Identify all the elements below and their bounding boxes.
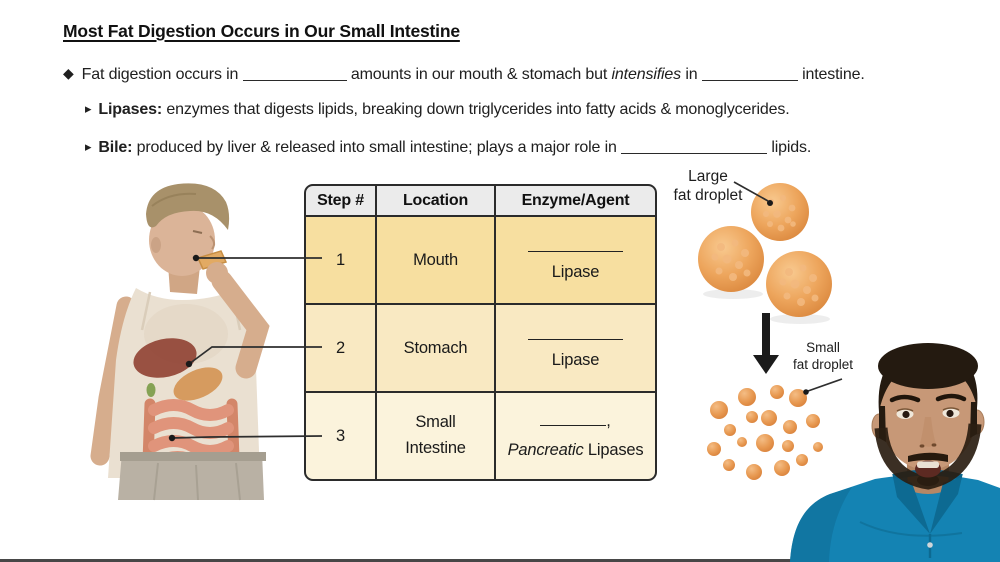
bullet1-text-post: intestine. — [797, 66, 865, 83]
table-header-step: Step # — [306, 186, 375, 215]
bullet2-term: Lipases: — [98, 101, 163, 118]
bullet-lipases: ▸ Lipases: enzymes that digests lipids, b… — [85, 101, 790, 119]
fill-in-blank — [701, 64, 798, 81]
enzyme-italic-word: Pancreatic — [507, 441, 584, 459]
table-cell-enzyme: , Pancreatic Lipases — [496, 393, 655, 479]
leader-lines — [168, 254, 323, 442]
triangle-bullet-icon: ▸ — [85, 101, 92, 116]
enzyme-name: Pancreatic Lipases — [508, 441, 644, 460]
fill-in-blank — [621, 137, 768, 154]
fill-in-blank — [242, 64, 347, 81]
fill-in-blank — [528, 327, 623, 340]
instructor-video-overlay — [790, 343, 1000, 562]
bullet1-text-pre: Fat digestion occurs in — [81, 66, 243, 83]
table-cell-location: Small Intestine — [377, 393, 494, 479]
comma: , — [606, 412, 611, 430]
bullet1-italic-word: intensifies — [611, 66, 682, 83]
small-fat-droplets-illustration — [707, 378, 843, 480]
small-fat-droplet-label: Small fat droplet — [792, 340, 854, 372]
bullet2-text: enzymes that digests lipids, breaking do… — [162, 101, 790, 118]
fill-in-blank — [540, 413, 607, 426]
large-fat-droplet-label: Large fat droplet — [673, 168, 743, 205]
table-cell-enzyme: Lipase — [496, 305, 655, 391]
enzyme-rest: Lipases — [583, 441, 644, 459]
table-cell-location: Mouth — [377, 217, 494, 303]
bullet3-text-post: lipids. — [767, 139, 812, 156]
diamond-bullet-icon: ◆ — [63, 65, 74, 81]
table-cell-enzyme: Lipase — [496, 217, 655, 303]
table-cell-step: 1 — [306, 217, 375, 303]
table-cell-step: 3 — [306, 393, 375, 479]
bullet1-text-mid: amounts in our mouth & stomach but — [346, 66, 612, 83]
table-cell-step: 2 — [306, 305, 375, 391]
digestion-steps-table: Step # Location Enzyme/Agent 1 Mouth Lip… — [304, 184, 657, 481]
table-header-enzyme: Enzyme/Agent — [496, 186, 655, 215]
fill-in-blank — [528, 239, 623, 252]
enzyme-name: Lipase — [551, 262, 600, 281]
organs-illustration — [133, 338, 240, 473]
bullet-bile: ▸ Bile: produced by liver & released into… — [85, 137, 811, 157]
bottom-bar — [0, 559, 1000, 562]
down-arrow-icon — [753, 313, 779, 374]
bullet3-text-pre: produced by liver & released into small … — [132, 139, 622, 156]
table-cell-location: Stomach — [377, 305, 494, 391]
page-title: Most Fat Digestion Occurs in Our Small I… — [63, 21, 460, 41]
table-header-location: Location — [377, 186, 494, 215]
bullet3-term: Bile: — [98, 139, 133, 156]
bullet1-text-mid2: in — [681, 66, 702, 83]
triangle-bullet-icon: ▸ — [85, 139, 92, 154]
anatomy-illustration — [90, 183, 270, 501]
enzyme-blank-row: , — [540, 412, 611, 431]
enzyme-name: Lipase — [551, 350, 600, 369]
location-text: Small Intestine — [405, 413, 466, 457]
bullet-fat-digestion: ◆ Fat digestion occurs in amounts in our … — [63, 64, 865, 84]
